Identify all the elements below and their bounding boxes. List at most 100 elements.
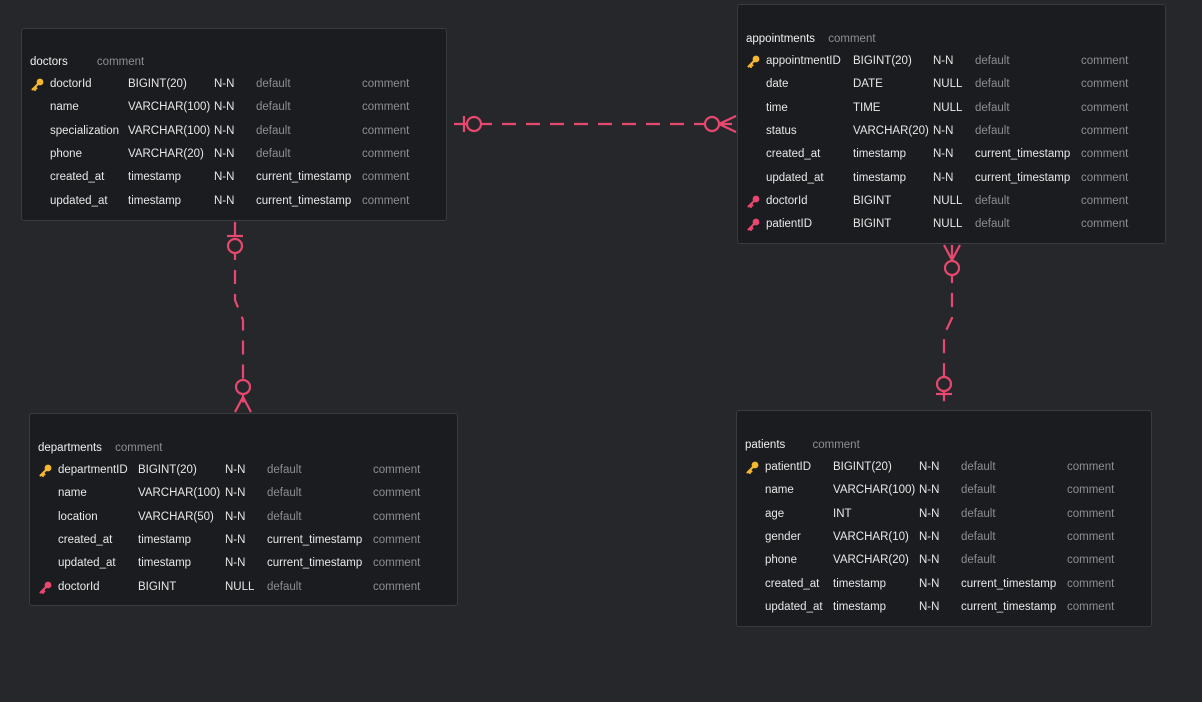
table-name: patients [745, 439, 786, 451]
column-type: timestamp [128, 194, 182, 207]
column-comment: comment [362, 101, 410, 114]
primary-key-icon [746, 50, 760, 73]
column-type: VARCHAR(20) [833, 554, 909, 567]
column-default: current_timestamp [267, 533, 363, 546]
column-name: doctorId [766, 194, 808, 207]
column-comment: comment [362, 124, 410, 137]
column-name: patientID [766, 218, 813, 231]
column-name: doctorId [50, 78, 92, 90]
column-name: name [50, 101, 79, 114]
table-comment: comment [828, 33, 876, 45]
column-comment: comment [373, 464, 421, 476]
column-type: BIGINT(20) [128, 78, 187, 90]
column-default: current_timestamp [975, 148, 1071, 161]
column-name: created_at [50, 171, 105, 184]
column-nullable: N-N [933, 124, 954, 137]
column-default: default [961, 461, 996, 473]
column-name: name [58, 487, 87, 500]
column-comment: comment [1067, 530, 1115, 543]
column-nullable: N-N [214, 101, 235, 114]
column-type: BIGINT(20) [833, 461, 892, 473]
foreign-key-icon [38, 576, 52, 599]
column-type: BIGINT(20) [138, 464, 197, 476]
column-name: gender [765, 530, 801, 543]
column-type: BIGINT [853, 218, 892, 231]
column-nullable: N-N [214, 194, 235, 207]
column-type: timestamp [853, 148, 907, 161]
column-nullable: N-N [933, 148, 954, 161]
column-default: current_timestamp [961, 600, 1057, 613]
column-name: appointmentID [766, 55, 841, 67]
column-default: default [975, 124, 1010, 137]
column-name: name [765, 484, 794, 497]
column-name: created_at [58, 533, 113, 546]
column-comment: comment [1067, 600, 1115, 613]
column-type: BIGINT(20) [853, 55, 912, 67]
column-comment: comment [1081, 148, 1129, 161]
relationship-appointments-patients[interactable] [935, 244, 961, 409]
column-default: default [975, 218, 1010, 231]
column-default: default [256, 78, 291, 90]
column-comment: comment [1081, 194, 1129, 207]
column-default: current_timestamp [975, 171, 1071, 184]
primary-key-icon [745, 456, 759, 479]
column-default: default [267, 487, 302, 500]
column-nullable: N-N [225, 510, 246, 523]
column-name: phone [765, 554, 797, 567]
table-comment: comment [96, 56, 145, 68]
relationship-doctors-appointments[interactable] [448, 115, 737, 133]
foreign-key-icon [746, 190, 760, 213]
column-nullable: NULL [225, 580, 255, 593]
column-type: BIGINT [138, 580, 177, 593]
column-type: VARCHAR(100) [138, 487, 221, 500]
column-comment: comment [373, 510, 421, 523]
column-comment: comment [1067, 461, 1115, 473]
foreign-key-icon [746, 213, 760, 236]
column-nullable: N-N [214, 78, 235, 90]
column-comment: comment [373, 487, 421, 500]
column-comment: comment [362, 147, 410, 160]
column-default: default [256, 124, 291, 137]
column-type: VARCHAR(10) [833, 530, 909, 543]
primary-key-icon [38, 459, 52, 482]
column-default: default [961, 530, 996, 543]
column-name: created_at [765, 577, 820, 590]
table-comment: comment [812, 439, 860, 451]
column-nullable: N-N [919, 461, 940, 473]
column-name: updated_at [765, 600, 823, 613]
column-name: updated_at [58, 557, 116, 570]
column-comment: comment [373, 533, 421, 546]
relationship-doctors-departments[interactable] [226, 222, 252, 413]
